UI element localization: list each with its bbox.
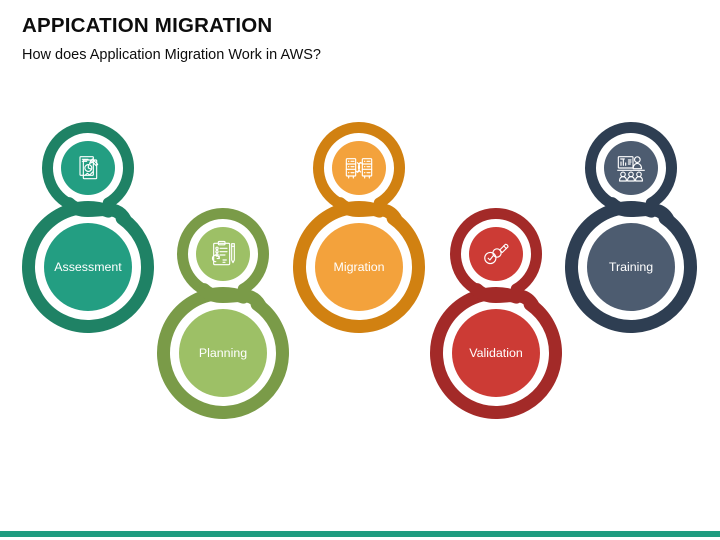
bottom-accent-bar bbox=[0, 531, 720, 537]
page-title: APPICATION MIGRATION bbox=[22, 14, 273, 37]
stage-shape-validation bbox=[430, 208, 562, 419]
stage-shape-planning bbox=[157, 208, 289, 419]
stage-shape-assessment bbox=[22, 122, 154, 333]
slide-header: APPICATION MIGRATION How does Applicatio… bbox=[22, 14, 682, 64]
stage-shape-migration bbox=[293, 122, 425, 333]
page-subtitle: How does Application Migration Work in A… bbox=[22, 46, 321, 63]
stage-shape-training bbox=[565, 122, 697, 333]
